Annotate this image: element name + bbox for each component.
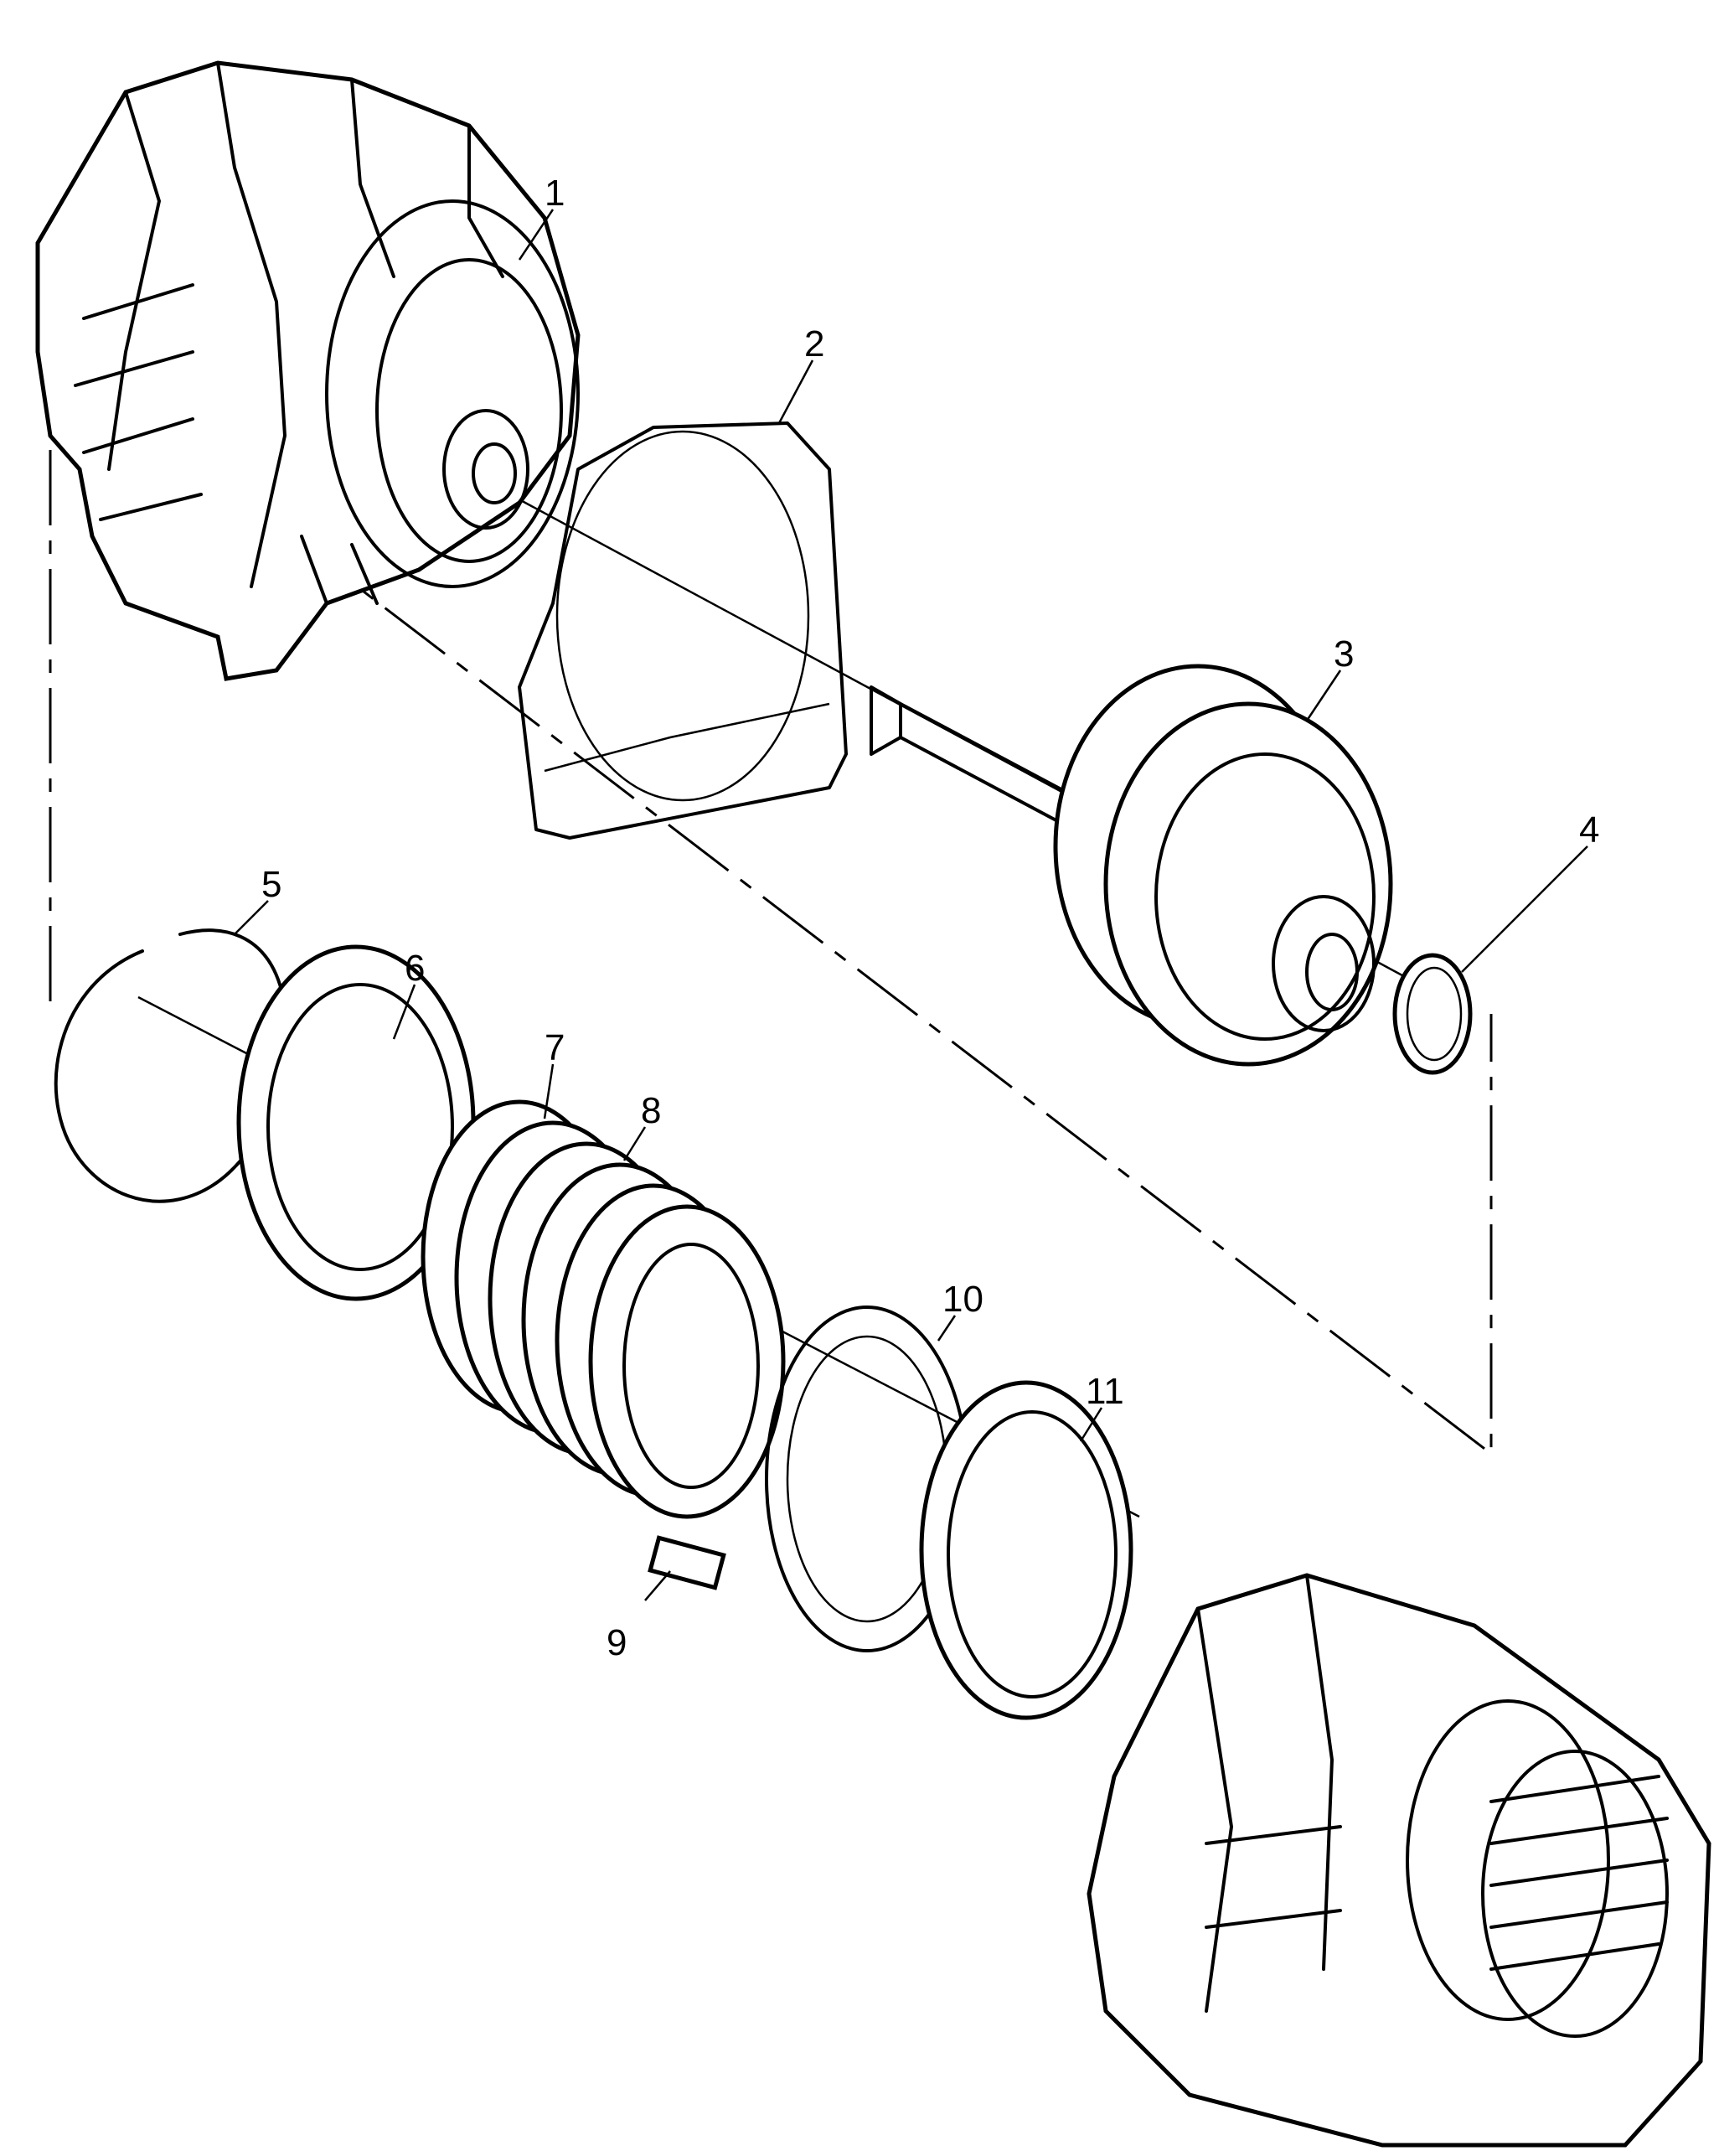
callout-8: 8 (641, 1090, 661, 1131)
leader-line-7 (543, 1063, 555, 1119)
callout-5: 5 (261, 864, 281, 905)
clutch-plate-stack-parts-7-8 (421, 1099, 786, 1519)
callout-11: 11 (1086, 1371, 1124, 1412)
leader-line-5 (234, 900, 269, 935)
retaining-ring-part-5 (54, 928, 288, 1203)
callout-6: 6 (405, 948, 425, 989)
leader-line-6 (392, 984, 416, 1040)
leader-line-11 (1079, 1407, 1103, 1442)
leader-line-2 (777, 359, 814, 424)
spring-part-9 (648, 1535, 726, 1590)
rear-housing (1087, 1573, 1711, 2148)
leader-line-4 (1461, 845, 1588, 973)
snap-ring-part-4 (1392, 953, 1473, 1075)
seal-ring-part-11 (919, 1380, 1133, 1720)
front-housing-part-1 (35, 60, 581, 681)
callout-2: 2 (804, 323, 824, 365)
callout-4: 4 (1579, 809, 1599, 851)
leader-line-3 (1305, 670, 1342, 721)
leader-line-1 (518, 209, 555, 261)
callout-10: 10 (942, 1279, 983, 1320)
gasket-part-2 (518, 421, 848, 840)
leader-line-9 (644, 1570, 671, 1601)
leader-line-8 (622, 1126, 647, 1161)
callout-3: 3 (1334, 633, 1354, 675)
callout-1: 1 (545, 173, 565, 214)
alignment-frame-line (49, 349, 1493, 1457)
drum-shaft-part-3 (870, 664, 1393, 1067)
callout-9: 9 (607, 1622, 627, 1663)
leader-line-10 (937, 1315, 957, 1342)
snap-ring-part-4-inner (1406, 966, 1463, 1062)
callout-7: 7 (545, 1027, 565, 1068)
